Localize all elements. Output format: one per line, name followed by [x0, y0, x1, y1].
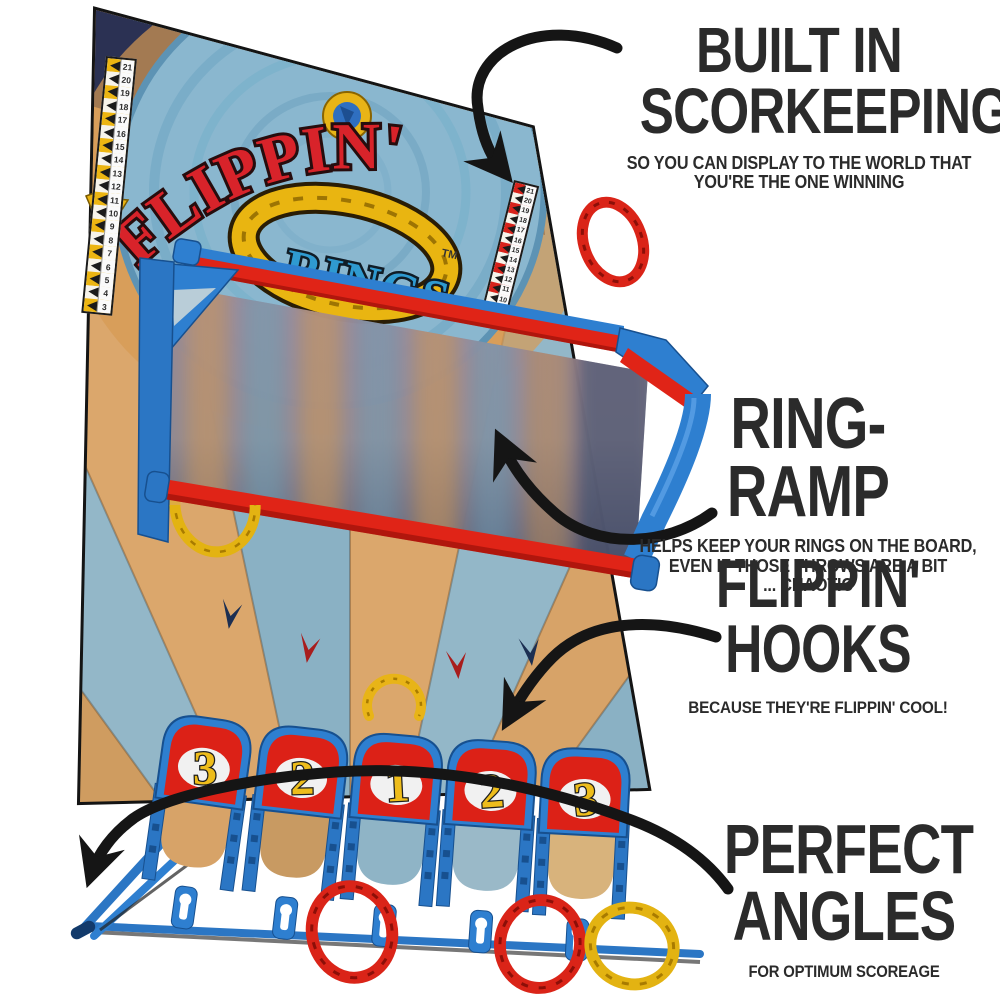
- red-ring-hanging-2: [493, 894, 587, 994]
- callout-subtitle-line: SO YOU CAN DISPLAY TO THE WORLD THAT: [626, 152, 972, 173]
- callout-subtitle: SO YOU CAN DISPLAY TO THE WORLD THAT YOU…: [620, 152, 978, 194]
- arrow-angles: [79, 765, 734, 895]
- callout-subtitle-line: BECAUSE THEY'RE FLIPPIN' COOL!: [688, 698, 948, 718]
- slot-1: 3: [141, 715, 252, 930]
- callout-title: RING-RAMP: [726, 384, 890, 533]
- callout-title: SCORKEEPING: [639, 74, 1000, 147]
- red-ring-hanging-1: [305, 880, 399, 984]
- logo-tm: TM: [440, 247, 458, 262]
- panel-blur-stripes: [186, 286, 648, 562]
- board-chevrons: [222, 598, 539, 679]
- arrow-scorekeeping: [463, 29, 623, 184]
- callout-scorekeeping: BUILT IN SCORKEEPING SO YOU CAN DISPLAY …: [600, 14, 1000, 194]
- slot-3: 1: [339, 732, 443, 948]
- medallion-knob: [322, 91, 372, 141]
- callout-title: FLIPPIN': [715, 546, 921, 622]
- red-ring-floating: [576, 196, 650, 288]
- slot-4: 2: [435, 739, 537, 954]
- callout-title: BUILT IN: [696, 14, 903, 86]
- callout-subtitle-line: EVEN IF THOSE THROWS ARE A BIT: [668, 555, 948, 576]
- yellow-ring-hanging: [584, 901, 680, 991]
- callout-subtitle: FOR OPTIMUM SCOREAGE: [705, 963, 982, 981]
- score-slots: 3 2: [141, 715, 631, 962]
- arrow-hooks: [501, 619, 722, 731]
- callout-subtitle-line: FOR OPTIMUM SCOREAGE: [748, 963, 940, 981]
- ramp-lower-bar: [144, 470, 661, 592]
- callout-title: PERFECT: [723, 810, 974, 888]
- ramp-left-bracket: [137, 238, 240, 543]
- shelf-red-edge: [192, 256, 622, 353]
- slot-2: 2: [241, 725, 349, 940]
- callout-subtitle: HELPS KEEP YOUR RINGS ON THE BOARD, EVEN…: [637, 535, 979, 596]
- callout-subtitle-line: HELPS KEEP YOUR RINGS ON THE BOARD,: [639, 535, 977, 556]
- ramp-right-bracket: [615, 327, 711, 566]
- arrow-ringramp: [492, 428, 718, 545]
- horseshoe-icon: [362, 673, 426, 721]
- hanging-rings: [305, 880, 680, 994]
- callout-title: ANGLES: [732, 876, 957, 955]
- callout-subtitle-line: YOU'RE THE ONE WINNING: [693, 172, 905, 193]
- annotation-arrows: [79, 29, 734, 895]
- callout-flippin-hooks: FLIPPIN' HOOKS BECAUSE THEY'RE FLIPPIN' …: [640, 546, 996, 718]
- ring-ramp: [137, 238, 711, 592]
- callout-subtitle: BECAUSE THEY'RE FLIPPIN' COOL!: [658, 698, 978, 718]
- callout-subtitle-line: ... CHAOTIC: [763, 575, 853, 596]
- callout-perfect-angles: PERFECT ANGLES FOR OPTIMUM SCOREAGE: [690, 810, 998, 981]
- callout-ring-ramp: RING-RAMP HELPS KEEP YOUR RINGS ON THE B…: [618, 384, 998, 596]
- slot-number: 2: [478, 764, 506, 819]
- callout-title: HOOKS: [725, 610, 911, 687]
